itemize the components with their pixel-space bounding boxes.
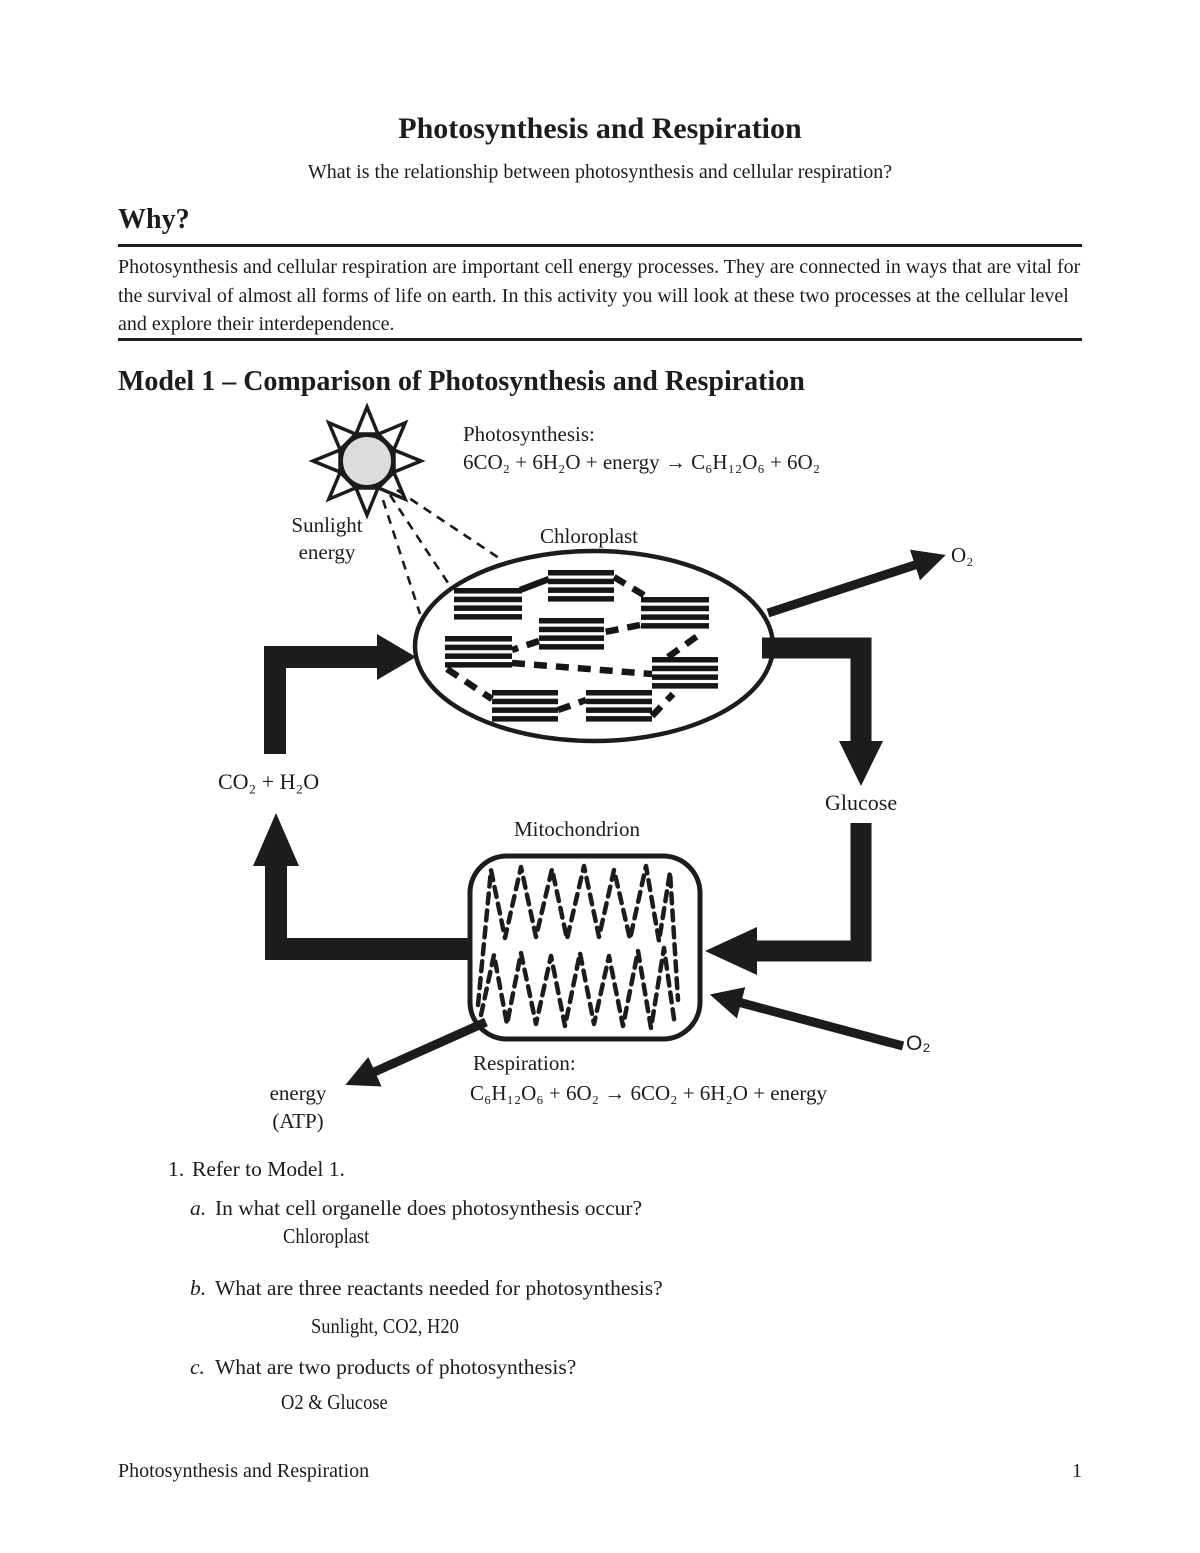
lamellae — [445, 574, 705, 719]
page-title: Photosynthesis and Respiration — [398, 112, 802, 145]
question-1c-text: What are two products of photosynthesis? — [215, 1355, 577, 1379]
mitochondrion-label: Mitochondrion — [514, 817, 640, 841]
chloroplast-shape — [412, 548, 776, 744]
question-1-text: Refer to Model 1. — [192, 1157, 345, 1181]
sunlight-energy-label: Sunlight energy — [262, 512, 392, 566]
energy-label-line2: (ATP) — [272, 1109, 324, 1133]
o2-in-label: O₂ — [906, 1032, 931, 1055]
energy-atp-label: energy (ATP) — [256, 1079, 340, 1135]
grana-stacks — [445, 570, 718, 722]
question-1c: c. What are two products of photosynthesi… — [190, 1355, 576, 1380]
sunlight-label-line1: Sunlight — [291, 513, 363, 537]
question-1: 1. Refer to Model 1. — [168, 1157, 345, 1182]
energy-label-line1: energy — [269, 1081, 327, 1105]
o2-out-label: O₂ — [951, 543, 974, 567]
respiration-label: Respiration: — [473, 1051, 576, 1075]
sun-icon — [308, 402, 426, 520]
mitochondrion-shape — [467, 853, 703, 1042]
question-1b-letter: b. — [190, 1276, 207, 1300]
chloroplast-label: Chloroplast — [540, 524, 638, 548]
why-paragraph: Photosynthesis and cellular respiration … — [118, 256, 1081, 335]
answer-1a: Chloroplast — [283, 1224, 370, 1248]
co2-h2o-label: CO₂ + H₂O — [218, 769, 320, 794]
answer-1b: Sunlight, CO2, H20 — [311, 1314, 459, 1338]
footer-title: Photosynthesis and Respiration — [118, 1460, 370, 1482]
page-subtitle: What is the relationship between photosy… — [307, 161, 893, 183]
question-1b: b. What are three reactants needed for ph… — [190, 1276, 663, 1301]
question-1a: a. In what cell organelle does photosynth… — [190, 1196, 642, 1221]
arrow-o2-in — [709, 987, 905, 1051]
cristae — [475, 863, 681, 1031]
photosynthesis-label: Photosynthesis: — [463, 422, 595, 446]
question-1a-text: In what cell organelle does photosynthes… — [215, 1196, 643, 1220]
sunlight-label-line2: energy — [298, 540, 356, 564]
question-1-number: 1. — [168, 1157, 185, 1181]
arrow-glucose-to-mitochondrion — [705, 823, 872, 975]
section-rule-bottom — [118, 338, 1082, 341]
sunlight-beams — [381, 488, 503, 615]
model1-heading: Model 1 – Comparison of Photosynthesis a… — [118, 366, 805, 397]
question-1c-letter: c. — [190, 1355, 205, 1379]
question-1a-letter: a. — [190, 1196, 207, 1220]
why-heading: Why? — [118, 204, 190, 235]
photosynthesis-equation: 6CO₂ + 6H₂O + energy → C₆H₁₂O₆ + 6O₂ — [463, 450, 821, 474]
arrow-mitochondrion-to-co2 — [253, 813, 470, 960]
arrow-co2-to-chloroplast — [264, 634, 416, 754]
answer-1c: O2 & Glucose — [281, 1390, 388, 1414]
arrow-chloroplast-to-glucose — [762, 637, 883, 786]
arrow-energy-out — [345, 1017, 488, 1087]
section-rule-top — [118, 244, 1082, 247]
glucose-label: Glucose — [825, 790, 898, 815]
footer-page-number: 1 — [1072, 1460, 1082, 1482]
arrow-o2-out — [766, 549, 946, 618]
respiration-equation: C₆H₁₂O₆ + 6O₂ → 6CO₂ + 6H₂O + energy — [470, 1081, 828, 1105]
question-1b-text: What are three reactants needed for phot… — [215, 1276, 663, 1300]
